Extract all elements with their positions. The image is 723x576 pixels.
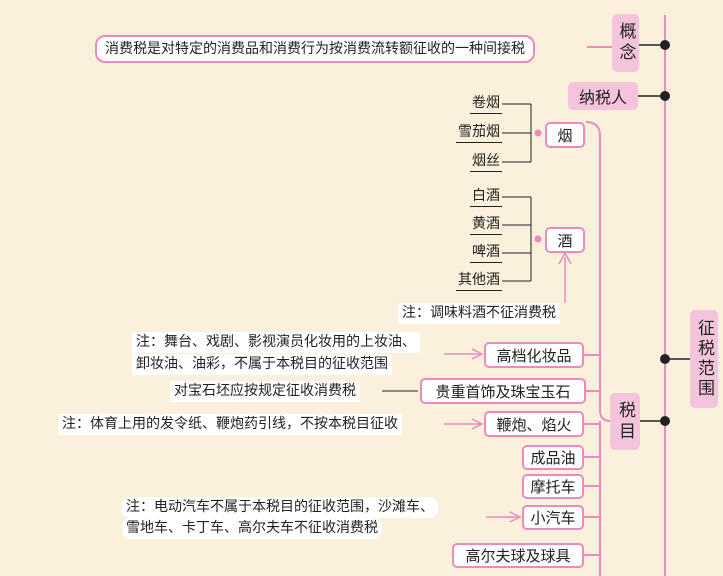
- alcohol-label: 酒: [557, 231, 573, 250]
- alcohol-note: 注：调味料酒不征消费税: [398, 303, 560, 324]
- tobacco-node[interactable]: 烟: [545, 122, 585, 148]
- alcohol-item-2: 黄酒: [470, 214, 502, 235]
- tobacco-item-2: 雪茄烟: [456, 122, 502, 143]
- items-group-node[interactable]: 税目: [610, 393, 640, 450]
- alcohol-item-4: 其他酒: [456, 270, 502, 291]
- jewelry-node[interactable]: 贵重首饰及珠宝玉石: [420, 378, 586, 404]
- firecrackers-label: 鞭炮、焰火: [496, 415, 572, 434]
- alcohol-item-1: 白酒: [470, 186, 502, 207]
- car-label: 小汽车: [530, 509, 576, 527]
- car-note-line1: 注：电动汽车不属于本税目的征收范围，沙滩车、: [122, 497, 438, 518]
- car-note-line2: 雪地车、卡丁车、高尔夫车不征收消费税: [122, 518, 382, 539]
- cosmetics-label: 高档化妆品: [496, 346, 572, 365]
- oil-node[interactable]: 成品油: [522, 445, 584, 470]
- alcohol-node[interactable]: 酒: [545, 227, 585, 253]
- jewelry-note: 对宝石坯应按规定征收消费税: [170, 381, 360, 402]
- scope-label: 征税范围: [694, 319, 714, 399]
- cosmetics-note-line1: 注：舞台、戏剧、影视演员化妆用的上妆油、: [132, 332, 420, 353]
- golf-label: 高尔夫球及球具: [465, 547, 571, 565]
- concept-label: 概念: [615, 22, 636, 64]
- taxpayer-label: 纳税人: [578, 88, 627, 107]
- alcohol-item-3: 啤酒: [470, 242, 502, 263]
- cosmetics-note-line2: 卸妆油、油彩，不属于本税目的征收范围: [132, 354, 392, 375]
- motorcycle-label: 摩托车: [530, 478, 576, 496]
- cosmetics-node[interactable]: 高档化妆品: [484, 342, 584, 368]
- oil-label: 成品油: [530, 449, 576, 467]
- tobacco-item-1: 卷烟: [470, 93, 502, 114]
- tobacco-item-3: 烟丝: [470, 151, 502, 172]
- golf-node[interactable]: 高尔夫球及球具: [452, 543, 584, 568]
- concept-node[interactable]: 概念: [612, 14, 639, 72]
- scope-node[interactable]: 征税范围: [690, 310, 718, 408]
- firecrackers-note: 注：体育上用的发令纸、鞭炮药引线，不按本税目征收: [58, 414, 402, 435]
- jewelry-label: 贵重首饰及珠宝玉石: [435, 382, 571, 401]
- taxpayer-node[interactable]: 纳税人: [568, 82, 638, 110]
- car-node[interactable]: 小汽车: [522, 505, 584, 530]
- concept-text: 消费税是对特定的消费品和消费行为按消费流转额征收的一种间接税: [105, 41, 525, 57]
- tobacco-label: 烟: [557, 126, 573, 145]
- items-group-label: 税目: [615, 400, 635, 443]
- concept-definition: 消费税是对特定的消费品和消费行为按消费流转额征收的一种间接税: [95, 35, 535, 63]
- motorcycle-node[interactable]: 摩托车: [522, 474, 584, 499]
- firecrackers-node[interactable]: 鞭炮、焰火: [484, 411, 584, 437]
